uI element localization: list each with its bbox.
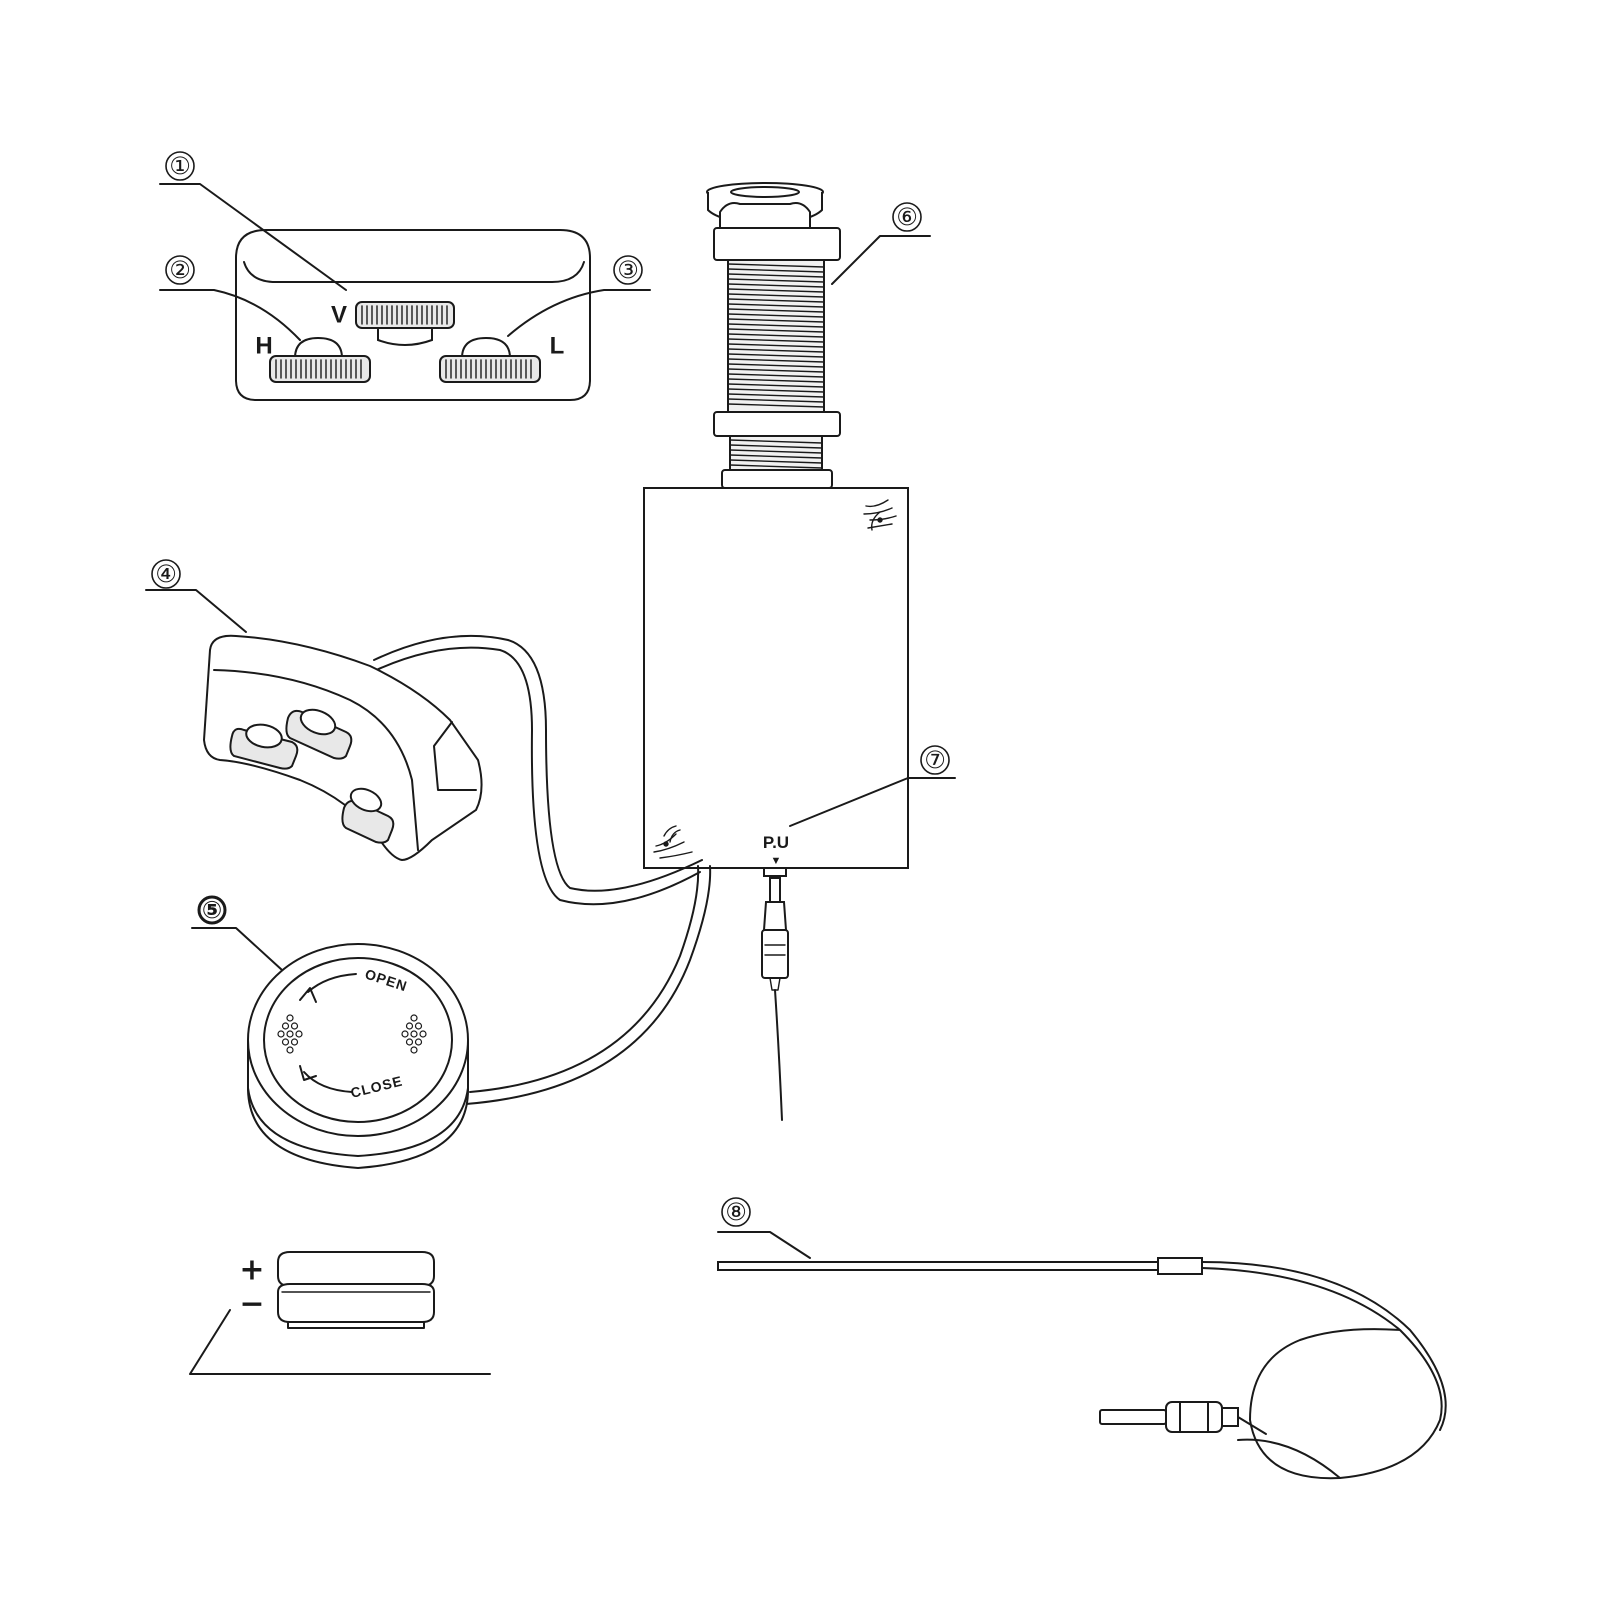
battery-coin-icon: + −: [189, 1251, 491, 1375]
callout-4: ④: [145, 559, 247, 633]
endpin-jack: [706, 182, 841, 489]
high-label: H: [255, 333, 272, 360]
callout-5: ⑤: [191, 895, 283, 971]
svg-text:⑦: ⑦: [924, 746, 946, 774]
callout-2: ②: [159, 255, 301, 341]
callout-3: ③: [507, 255, 651, 337]
svg-text:②: ②: [169, 256, 191, 284]
callout-1: ①: [159, 151, 347, 291]
battery-minus: −: [239, 1287, 264, 1322]
leaf-ornament-icon: [653, 825, 693, 859]
svg-text:①: ①: [169, 152, 191, 180]
svg-text:③: ③: [617, 256, 639, 284]
high-knob: [269, 336, 371, 383]
svg-text:⑧: ⑧: [725, 1198, 747, 1226]
volume-knob: [355, 301, 455, 346]
volume-label: V: [331, 302, 347, 329]
battery-holder: OPEN CLOSE: [247, 865, 712, 1170]
control-panel-detail: V H L: [235, 229, 591, 401]
preamp-box: P.U ▼: [643, 487, 909, 877]
low-label: L: [550, 333, 565, 360]
under-saddle-pickup: [717, 1257, 1447, 1480]
callout-8: ⑧: [717, 1197, 811, 1259]
svg-text:⑤: ⑤: [202, 896, 222, 924]
callout-7: ⑦: [789, 745, 956, 827]
pickup-jack-label: P.U: [763, 833, 789, 852]
pickup-jack-arrow-icon: ▼: [771, 855, 782, 867]
leaf-ornament-icon: [863, 499, 897, 531]
svg-text:④: ④: [155, 560, 177, 588]
svg-text:⑥: ⑥: [896, 203, 918, 231]
callout-6: ⑥: [831, 202, 931, 285]
control-housing: [202, 634, 703, 906]
low-knob: [439, 336, 541, 383]
battery-plus: +: [239, 1253, 264, 1288]
audio-jack-icon: [761, 877, 789, 1121]
